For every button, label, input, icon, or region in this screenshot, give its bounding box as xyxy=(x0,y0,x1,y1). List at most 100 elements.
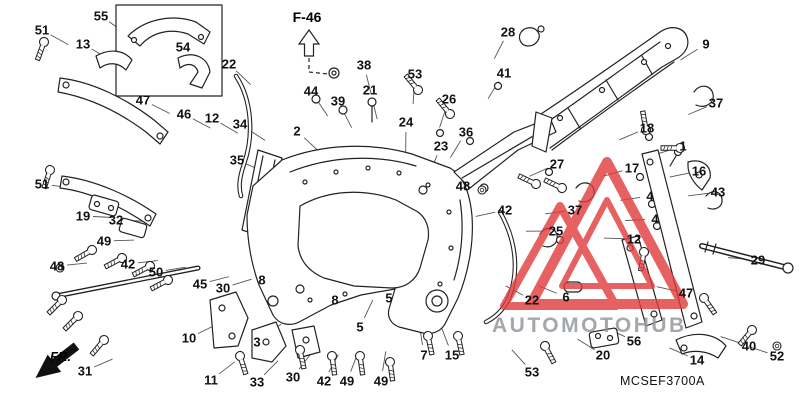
part-callout-34: 34 xyxy=(232,116,248,132)
part-callout-37: 37 xyxy=(567,202,583,218)
part-callout-38: 38 xyxy=(356,57,372,73)
part-callout-44: 44 xyxy=(303,83,319,99)
part-callout-47: 47 xyxy=(135,92,151,108)
leader-line xyxy=(303,137,320,152)
leader-line xyxy=(493,40,504,59)
part-callout-25: 25 xyxy=(548,223,564,239)
leader-line xyxy=(113,239,135,242)
part-callout-3: 3 xyxy=(253,334,261,350)
part-callout-37: 37 xyxy=(708,95,724,111)
leader-line xyxy=(440,326,449,346)
leader-line xyxy=(235,70,252,86)
part-callout-17: 17 xyxy=(624,160,640,176)
part-callout-10: 10 xyxy=(181,330,197,346)
part-callout-20: 20 xyxy=(595,347,611,363)
leader-line xyxy=(93,358,113,368)
part-callout-18: 18 xyxy=(639,120,655,136)
part-callout-4: 4 xyxy=(646,188,654,204)
part-callout-5: 5 xyxy=(356,319,364,335)
leader-line xyxy=(363,299,374,319)
leader-line xyxy=(365,74,372,95)
leader-line xyxy=(619,131,638,141)
part-callout-32: 32 xyxy=(108,212,124,228)
part-callout-39: 39 xyxy=(330,93,346,109)
part-callout-42: 42 xyxy=(316,373,332,389)
diagram-part-code: MCSEF3700A xyxy=(620,374,705,388)
part-callout-8: 8 xyxy=(258,272,266,288)
leader-line xyxy=(511,349,526,365)
part-callout-56: 56 xyxy=(626,333,642,349)
part-callout-42: 42 xyxy=(497,202,513,218)
leader-line xyxy=(382,351,387,372)
leader-line xyxy=(192,118,211,129)
fr-arrow-icon xyxy=(35,342,80,379)
part-callout-29: 29 xyxy=(750,252,766,268)
leader-line xyxy=(220,122,239,134)
part-callout-22: 22 xyxy=(524,292,540,308)
part-callout-48: 48 xyxy=(455,178,471,194)
part-callout-52: 52 xyxy=(769,348,785,364)
page-ref-arrow-icon xyxy=(297,28,329,75)
leader-line xyxy=(218,361,236,375)
part-callout-51: 51 xyxy=(34,176,50,192)
part-callout-53: 53 xyxy=(524,364,540,380)
part-callout-6: 6 xyxy=(562,289,570,305)
part-callout-11: 11 xyxy=(204,372,218,388)
part-callout-50: 50 xyxy=(148,264,164,280)
part-callout-13: 13 xyxy=(75,36,91,52)
part-callout-21: 21 xyxy=(362,82,378,98)
leader-line xyxy=(688,192,709,197)
part-callout-1: 1 xyxy=(679,138,687,154)
part-callout-35: 35 xyxy=(229,152,245,168)
part-callout-53: 53 xyxy=(407,66,423,82)
part-callout-30: 30 xyxy=(215,280,231,296)
leader-line xyxy=(577,338,595,351)
part-callout-15: 15 xyxy=(444,347,460,363)
part-callout-26: 26 xyxy=(441,91,457,107)
part-callout-42: 42 xyxy=(120,256,136,272)
front-direction-label: FR. xyxy=(50,349,71,364)
part-callout-48: 48 xyxy=(49,258,65,274)
part-callout-2: 2 xyxy=(293,123,301,139)
part-callout-8: 8 xyxy=(331,292,339,308)
leader-line xyxy=(209,276,230,282)
leader-line xyxy=(688,106,707,115)
leader-line xyxy=(529,167,549,177)
part-callout-41: 41 xyxy=(496,65,512,81)
part-callout-40: 40 xyxy=(741,338,757,354)
leader-line xyxy=(151,104,170,114)
part-callout-23: 23 xyxy=(433,138,449,154)
leader-line xyxy=(720,336,740,344)
leader-line xyxy=(50,34,69,45)
part-callout-45: 45 xyxy=(192,276,208,292)
part-callout-16: 16 xyxy=(691,163,707,179)
frame-line-art xyxy=(32,4,794,383)
part-callout-55: 55 xyxy=(93,8,109,24)
part-callout-31: 31 xyxy=(77,363,93,379)
part-callout-51: 51 xyxy=(34,22,50,38)
leader-line xyxy=(263,360,279,376)
part-callout-28: 28 xyxy=(500,24,516,40)
part-callout-49: 49 xyxy=(96,233,112,249)
part-callout-54: 54 xyxy=(175,39,191,55)
part-callout-33: 33 xyxy=(249,374,265,390)
leader-line xyxy=(449,140,462,158)
part-callout-36: 36 xyxy=(458,124,474,140)
watermark-text: AUTOMOTOHUB xyxy=(492,314,687,337)
leader-line xyxy=(475,211,496,217)
part-callout-47: 47 xyxy=(678,285,694,301)
leader-line xyxy=(748,346,768,354)
part-callout-30: 30 xyxy=(285,369,301,385)
part-callout-24: 24 xyxy=(398,114,414,130)
part-callout-12: 12 xyxy=(204,110,220,126)
part-callout-43: 43 xyxy=(710,184,726,200)
leader-line xyxy=(165,266,186,271)
leader-line xyxy=(66,262,87,266)
watermark-triangle-logo xyxy=(500,157,688,310)
part-callout-49: 49 xyxy=(339,373,355,389)
leader-line xyxy=(669,347,689,357)
leader-line xyxy=(669,172,690,178)
